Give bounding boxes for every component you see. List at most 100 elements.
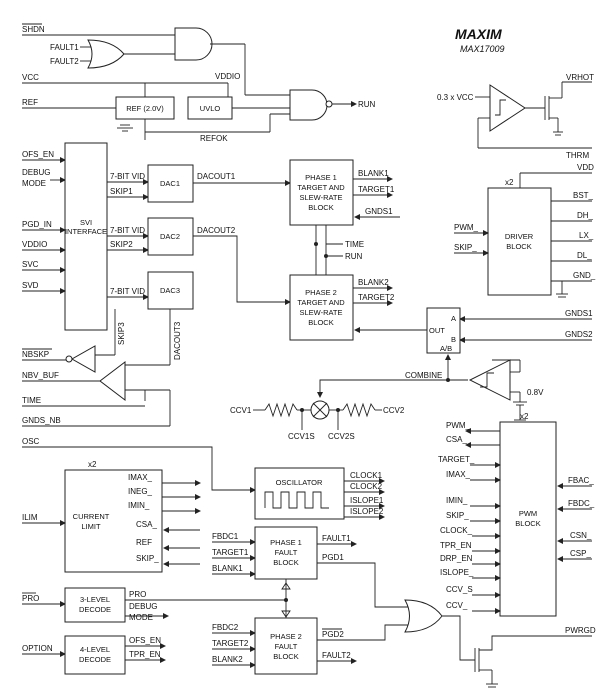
ccv1-label: CCV1 xyxy=(230,406,252,415)
blank1-label: BLANK1 xyxy=(358,169,389,178)
pwm-label-1: PWM xyxy=(519,509,537,518)
ccv2s-label: CCV2S xyxy=(328,432,355,441)
clock2-label: CLOCK2 xyxy=(350,482,383,491)
fault2-label-3: BLOCK xyxy=(273,652,298,661)
mode-out-label: MODE xyxy=(129,613,153,622)
csn-label: CSN_ xyxy=(570,531,592,540)
run-label-2: RUN xyxy=(345,252,363,261)
ccv-s-in-label: CCV_S xyxy=(446,585,473,594)
fbdc-label: FBDC_ xyxy=(568,499,595,508)
gnds1-label: GNDS1 xyxy=(365,207,393,216)
inverter-bubble xyxy=(325,100,333,108)
b-label: B xyxy=(451,335,456,344)
dac1-label: DAC1 xyxy=(160,179,180,188)
junction xyxy=(314,242,318,246)
svi-interface-block xyxy=(64,142,108,331)
dac2-label: DAC2 xyxy=(160,232,180,241)
oscillator-block xyxy=(254,467,345,520)
vrhot-comparator xyxy=(489,84,526,132)
tpr-en-in-label: TPR_EN xyxy=(440,541,472,550)
fault1-label-3: BLOCK xyxy=(273,558,298,567)
svi-label-2: INTERFACE xyxy=(65,227,107,236)
islope1-label: ISLOPE1 xyxy=(350,496,384,505)
input-fault2: FAULT2 xyxy=(50,57,79,66)
bst-label: BST_ xyxy=(573,191,594,200)
decode4-label-2: DECODE xyxy=(79,655,111,664)
input-ref: REF xyxy=(22,98,38,107)
phase1-label-1: PHASE 1 xyxy=(305,173,337,182)
and-gate-shdn xyxy=(174,27,213,61)
input-option: OPTION xyxy=(22,644,53,653)
out-label: OUT xyxy=(429,326,445,335)
oscillator-label: OSCILLATOR xyxy=(276,478,323,487)
imin-in-label: IMIN_ xyxy=(446,496,468,505)
a-label: A xyxy=(451,314,456,323)
phase2-label-3: SLEW-RATE xyxy=(299,308,342,317)
fbac-label: FBAC_ xyxy=(568,476,594,485)
dac2-block xyxy=(147,217,194,256)
input-debug: DEBUG xyxy=(22,168,50,177)
fault2-label-1: PHASE 2 xyxy=(270,632,302,641)
combine-label: COMBINE xyxy=(405,371,442,380)
phase1-label-4: BLOCK xyxy=(308,203,333,212)
arrow-down xyxy=(281,610,291,618)
nbv-buffer xyxy=(99,360,126,402)
svi-label-1: SVI xyxy=(80,218,92,227)
input-fault1: FAULT1 xyxy=(50,43,79,52)
phase2-fault-block xyxy=(254,617,318,675)
vid2-label: 7-BIT VID xyxy=(110,226,145,235)
csp-label: CSP_ xyxy=(570,549,591,558)
fault1-label-1: PHASE 1 xyxy=(270,538,302,547)
dac3-label: DAC3 xyxy=(160,286,180,295)
skip-in-label: SKIP_ xyxy=(446,511,469,520)
current-limit-label-2: LIMIT xyxy=(81,522,101,531)
wire xyxy=(193,235,291,305)
hysteresis-symbol xyxy=(495,99,506,116)
vhot-scale-label: 0.3 x VCC xyxy=(437,93,474,102)
gnds-mux-block xyxy=(426,307,461,354)
target2b-label: TARGET2 xyxy=(212,639,249,648)
phase1-fault-block xyxy=(254,526,318,580)
dacout3-label: DACOUT3 xyxy=(173,321,182,360)
dac1-block xyxy=(147,164,194,203)
dl-label: DL_ xyxy=(577,251,592,260)
fault1-out-label: FAULT1 xyxy=(322,534,351,543)
gnd-label: GND_ xyxy=(573,271,596,280)
driver-label-2: BLOCK xyxy=(506,242,531,251)
inverter-bubble xyxy=(65,355,73,363)
wire xyxy=(479,635,592,651)
current-limit-block xyxy=(64,469,163,573)
phase2-label-1: PHASE 2 xyxy=(305,288,337,297)
input-svd: SVD xyxy=(22,281,39,290)
wire xyxy=(442,615,475,661)
input-pro: PRO xyxy=(22,594,39,603)
input-mode: MODE xyxy=(22,179,46,188)
drp-en-in-label: DRP_EN xyxy=(440,554,473,563)
ccv2-resistor xyxy=(342,402,376,418)
vid1-label: 7-BIT VID xyxy=(110,172,145,181)
phase2-label-2: TARGET AND xyxy=(297,298,345,307)
decode3-block xyxy=(64,587,126,623)
pwm-block xyxy=(499,421,557,617)
clock1-label: CLOCK1 xyxy=(350,471,383,480)
x2-pwm-label: x2 xyxy=(520,412,529,421)
nbskp-inverter xyxy=(70,345,96,373)
imax-label: IMAX_ xyxy=(128,473,153,482)
ccv1-resistor xyxy=(264,402,298,418)
arrow-up xyxy=(281,582,291,590)
part-number: MAX17009 xyxy=(460,44,505,54)
ref-out-label: REF xyxy=(136,538,152,547)
target1-label: TARGET1 xyxy=(358,185,395,194)
imin-label: IMIN_ xyxy=(128,501,150,510)
skip3-label: SKIP3 xyxy=(117,322,126,345)
skip2-label: SKIP2 xyxy=(110,240,133,249)
islope2-label: ISLOPE2 xyxy=(350,507,384,516)
pwrgd-label: PWRGD xyxy=(565,626,596,635)
phase2-target-block xyxy=(289,274,354,341)
target-in-label: TARGET_ xyxy=(438,455,475,464)
driver-label-1: DRIVER xyxy=(505,232,534,241)
junction xyxy=(336,408,340,412)
input-ilim: ILIM xyxy=(22,513,38,522)
input-time: TIME xyxy=(22,396,41,405)
gnds2-label: GNDS2 xyxy=(565,330,593,339)
